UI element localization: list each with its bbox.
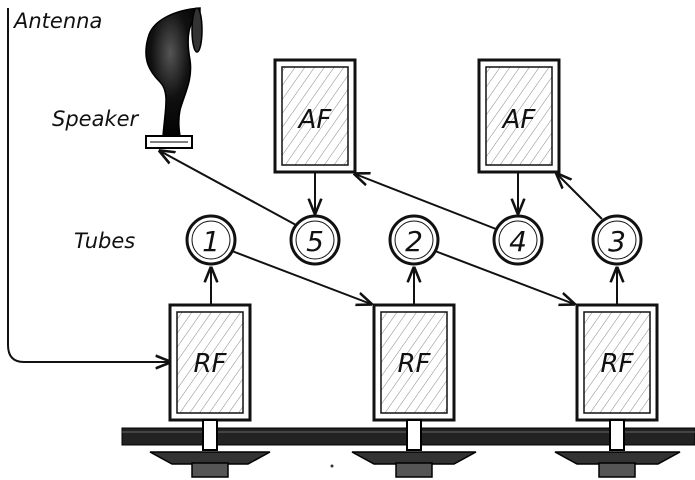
- arrow-tube1-rf2: [231, 250, 371, 304]
- rf-box-3: RF: [575, 303, 659, 422]
- tube-2: 2: [388, 214, 440, 266]
- af-box-label: AF: [297, 105, 333, 135]
- rf-box-label: RF: [397, 349, 431, 379]
- af-box-label: AF: [501, 105, 537, 135]
- socket-2: [351, 419, 477, 478]
- af-box-1: AF: [273, 58, 357, 174]
- socket-3: [554, 419, 681, 478]
- antenna-wire: [7, 8, 170, 362]
- antenna-label: Antenna: [12, 9, 102, 33]
- arrow-tube3-af2: [557, 174, 603, 220]
- speaker-icon: [145, 7, 203, 149]
- tube-3: 3: [591, 214, 643, 266]
- socket-1: [149, 419, 271, 478]
- tube-number: 5: [306, 225, 324, 258]
- tube-1: 1: [185, 214, 237, 266]
- speaker-label: Speaker: [52, 107, 140, 131]
- rf-box-label: RF: [193, 349, 227, 379]
- rf-box-2: RF: [372, 303, 456, 422]
- tube-number: 2: [405, 225, 423, 258]
- arrow-tube5-speaker: [160, 151, 297, 226]
- ink-speck: [330, 464, 334, 468]
- tube-number: 3: [608, 225, 626, 258]
- rf-box-label: RF: [600, 349, 634, 379]
- signal-arrows: [160, 151, 617, 305]
- arrow-tube2-rf3: [434, 250, 574, 304]
- af-box-2: AF: [477, 58, 561, 174]
- rf-box-1: RF: [168, 303, 252, 422]
- arrow-tube4-af1: [355, 174, 497, 230]
- tube-number: 4: [509, 225, 527, 258]
- tube-number: 1: [202, 225, 220, 258]
- tube-4: 4: [492, 214, 544, 266]
- tubes-label: Tubes: [74, 229, 135, 253]
- tube-5: 5: [289, 214, 341, 266]
